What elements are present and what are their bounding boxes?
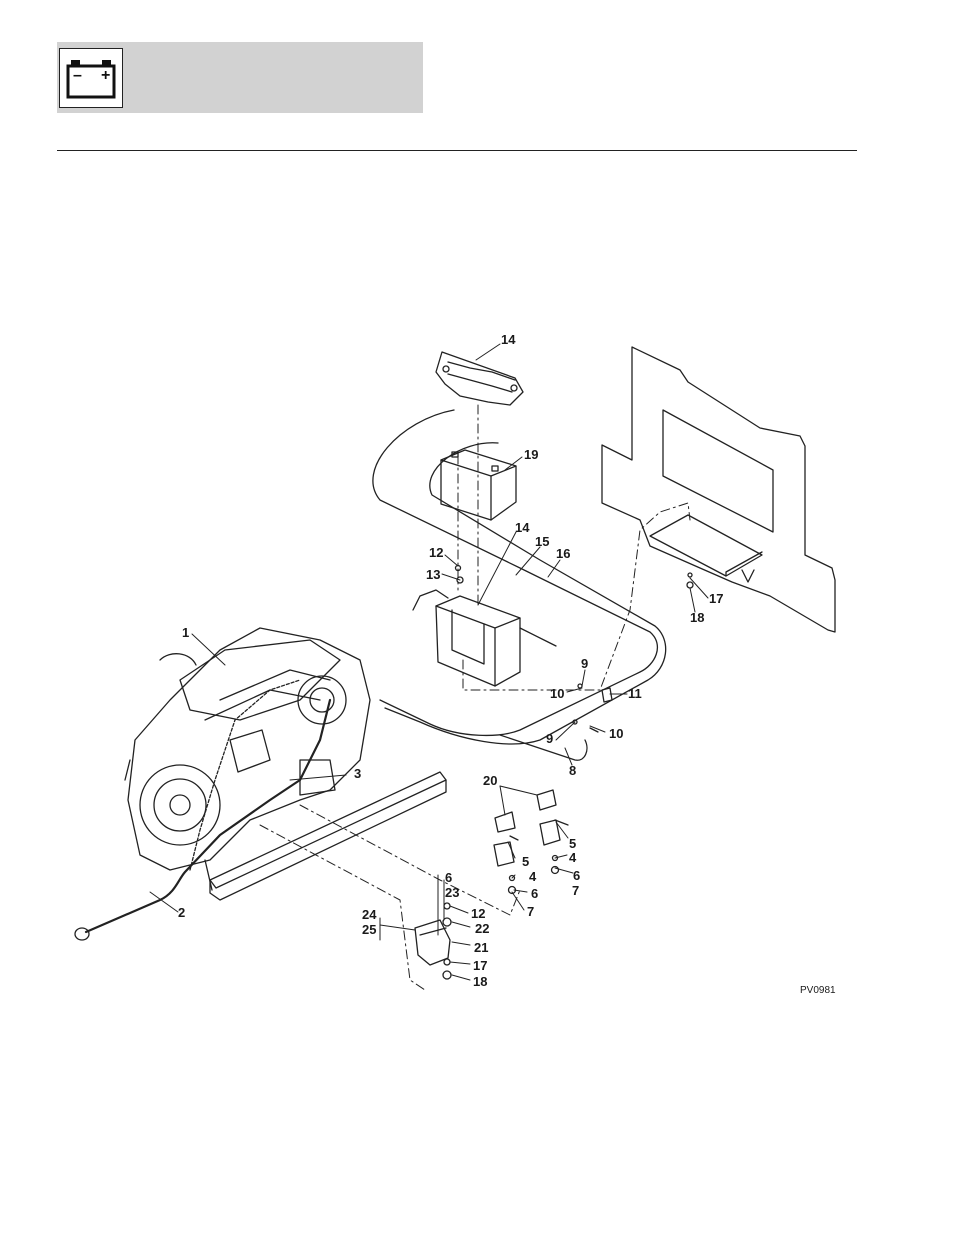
callout-15: 15 <box>535 534 549 549</box>
callout-8: 8 <box>569 763 576 778</box>
callout-4-right: 4 <box>569 850 577 865</box>
callout-11: 11 <box>628 686 642 701</box>
callout-12-top: 12 <box>429 545 443 560</box>
callout-1: 1 <box>182 625 189 640</box>
callout-4-left: 4 <box>529 869 537 884</box>
callout-16: 16 <box>556 546 570 561</box>
assembly-leader-lines <box>259 404 691 991</box>
callout-21: 21 <box>474 940 488 955</box>
callout-3: 3 <box>354 766 361 781</box>
callout-6-right: 6 <box>573 868 580 883</box>
relay-components <box>493 789 569 895</box>
callout-14-tray: 14 <box>515 520 530 535</box>
callout-18-solenoid: 18 <box>473 974 487 989</box>
callout-22: 22 <box>475 921 489 936</box>
callout-13: 13 <box>426 567 440 582</box>
mounting-panel <box>601 346 836 633</box>
callout-6-left: 6 <box>531 886 538 901</box>
figure-id: PV0981 <box>800 985 836 996</box>
battery-plus-sign: + <box>101 67 110 84</box>
callout-leaders <box>149 343 709 981</box>
callout-10-upper: 10 <box>550 686 564 701</box>
callout-2: 2 <box>178 905 185 920</box>
callout-12-solenoid: 12 <box>471 906 485 921</box>
battery-cables <box>372 409 667 761</box>
callout-labels: 14 19 14 15 16 12 13 17 18 1 9 10 11 9 1… <box>178 332 836 996</box>
callout-23: 23 <box>445 885 459 900</box>
starter-solenoid <box>414 902 452 980</box>
callout-5-right: 5 <box>569 836 576 851</box>
callout-20: 20 <box>483 773 497 788</box>
battery-icon: – + <box>59 48 123 108</box>
callout-7-left: 7 <box>527 904 534 919</box>
battery-tray <box>412 589 557 687</box>
callout-10-lower: 10 <box>609 726 623 741</box>
callout-7-right: 7 <box>572 883 579 898</box>
battery-minus-sign: – <box>73 67 82 84</box>
engine-assembly <box>124 627 371 871</box>
callout-18-panel: 18 <box>690 610 704 625</box>
callout-14-cover: 14 <box>501 332 516 347</box>
callout-6-solenoid: 6 <box>445 870 452 885</box>
callout-17-solenoid: 17 <box>473 958 487 973</box>
battery-cover <box>435 351 524 406</box>
callout-9-lower: 9 <box>546 731 553 746</box>
header-divider <box>57 150 857 151</box>
callout-5-left: 5 <box>522 854 529 869</box>
callout-17-panel: 17 <box>709 591 723 606</box>
wire-harness <box>74 679 332 941</box>
callout-25: 25 <box>362 922 376 937</box>
engine-base-rails <box>204 771 447 901</box>
callout-9-upper: 9 <box>581 656 588 671</box>
callout-24: 24 <box>362 907 377 922</box>
callout-19: 19 <box>524 447 538 462</box>
